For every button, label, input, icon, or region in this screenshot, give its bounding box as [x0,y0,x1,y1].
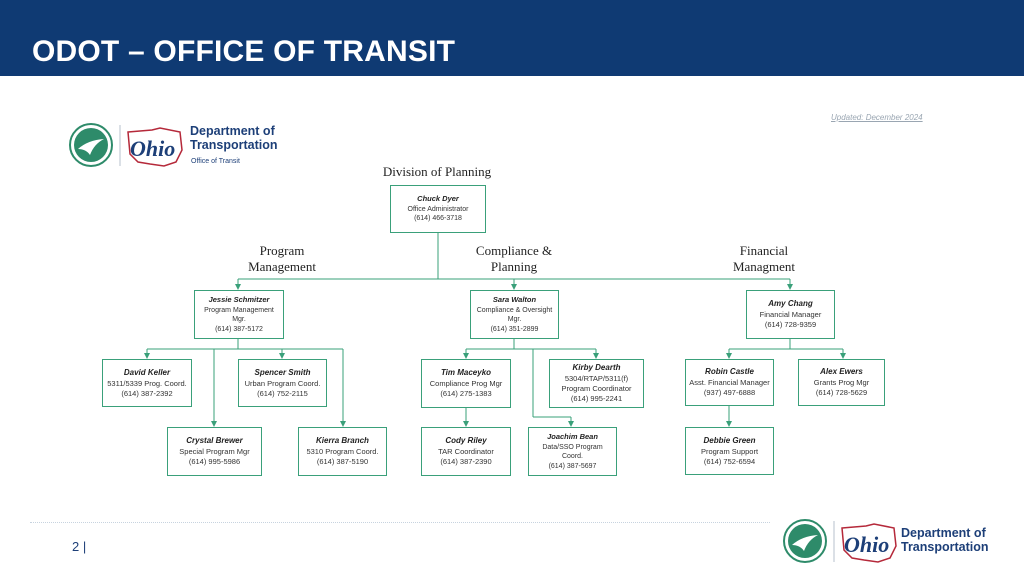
box-amy-chang: Amy Chang Financial Manager (614) 728-93… [746,290,835,339]
person-name: Cody Riley [445,436,487,445]
person-phone: (614) 752-2115 [257,388,308,398]
box-crystal-brewer: Crystal Brewer Special Program Mgr (614)… [167,427,262,476]
person-name: Tim Maceyko [440,368,492,377]
box-cody-riley: Cody Riley TAR Coordinator (614) 387-239… [421,427,511,476]
person-name: Joachim Bean [547,432,598,441]
section-compliance-planning: Compliance & Planning [464,243,564,275]
odot-logo: Ohio Department of Transportation Office… [68,122,288,170]
section-line: Planning [490,259,538,274]
person-title: 5304/RTAP/5311(f) [564,374,629,383]
title-bar: ODOT – OFFICE OF TRANSIT [0,0,1024,76]
page-number: 2 | [72,539,87,554]
ohio-wordmark: Ohio [844,532,890,557]
box-chuck-dyer: Chuck Dyer Office Administrator (614) 46… [390,185,486,233]
person-name: Alex Ewers [820,367,863,376]
box-joachim-bean: Joachim Bean Data/SSO Program Coord. (61… [528,427,617,476]
person-title: Compliance & Oversight [476,306,553,314]
box-david-keller: David Keller 5311/5339 Prog. Coord. (614… [102,359,192,407]
page-title: ODOT – OFFICE OF TRANSIT [32,35,456,68]
person-phone: (614) 275-1383 [440,389,492,398]
section-line: Managment [732,259,796,274]
person-name: Debbie Green [703,435,756,445]
section-line: Compliance & [475,243,553,258]
section-line: Program [259,243,305,258]
person-name: Spencer Smith [254,367,311,377]
person-title: TAR Coordinator [438,447,494,456]
section-program-management: Program Management [232,243,332,275]
person-name: David Keller [123,367,171,377]
box-robin-castle: Robin Castle Asst. Financial Manager (93… [685,359,774,406]
person-phone: (614) 752-6594 [703,456,756,466]
person-phone: (614) 387-2390 [440,457,492,466]
person-phone: (614) 387-5190 [316,457,369,466]
person-title: Program Management [204,306,274,314]
person-phone: (614) 728-5629 [815,388,868,397]
odot-emblem-icon [69,123,183,167]
box-kierra-branch: Kierra Branch 5310 Program Coord. (614) … [298,427,387,476]
person-phone: (614) 387-5697 [548,462,597,470]
footer-divider [30,522,770,523]
dept-line2: Transportation [190,138,278,152]
updated-date: Updated: December 2024 [831,113,923,122]
person-title: Asst. Financial Manager [689,378,770,387]
footer-odot-logo: Ohio Department of Transportation [782,518,1002,566]
person-phone: (614) 728-9359 [764,320,817,329]
section-financial-management: Financial Managment [714,243,814,275]
box-spencer-smith: Spencer Smith Urban Program Coord. (614)… [238,359,327,407]
person-title: Compliance Prog Mgr [429,379,503,388]
person-title: 5311/5339 Prog. Coord. [107,378,187,388]
dept-line1: Department of [901,526,986,540]
box-alex-ewers: Alex Ewers Grants Prog Mgr (614) 728-562… [798,359,885,406]
odot-emblem-icon [783,519,897,563]
person-name: Kierra Branch [316,436,369,445]
section-line: Financial [739,243,789,258]
box-debbie-green: Debbie Green Program Support (614) 752-6… [685,427,774,475]
person-title: Mgr. [507,316,522,323]
person-title: Program Support [700,446,759,456]
dept-line2: Transportation [901,540,989,554]
box-tim-maceyko: Tim Maceyko Compliance Prog Mgr (614) 27… [421,359,511,408]
person-phone: (937) 497-6888 [703,388,756,397]
person-title: 5310 Program Coord. [306,447,379,456]
person-name: Kirby Dearth [572,363,621,372]
person-title: Office Administrator [407,205,469,213]
box-kirby-dearth: Kirby Dearth 5304/RTAP/5311(f) Program C… [549,359,644,408]
person-title: Financial Manager [759,310,822,319]
person-title: Special Program Mgr [179,447,250,456]
person-phone: (614) 995-2241 [570,394,623,403]
person-title: Program Coordinator [561,384,632,393]
person-phone: (614) 387-5172 [215,325,263,333]
person-phone: (614) 466-3718 [414,215,462,223]
person-name: Chuck Dyer [417,194,459,204]
person-title: Data/SSO Program [542,443,603,451]
person-name: Amy Chang [768,299,813,308]
office-label: Office of Transit [191,158,240,165]
person-title: Urban Program Coord. [244,378,321,388]
ohio-wordmark: Ohio [130,136,176,161]
person-name: Jessie Schmitzer [208,295,270,304]
division-title: Division of Planning [382,164,492,179]
person-name: Crystal Brewer [186,436,243,445]
person-phone: (614) 387-2392 [121,388,173,398]
box-sara-walton: Sara Walton Compliance & Oversight Mgr. … [470,290,559,339]
box-jessie-schmitzer: Jessie Schmitzer Program Management Mgr.… [194,290,284,339]
section-line: Management [248,259,316,274]
person-phone: (614) 351-2899 [490,325,539,333]
person-title: Mgr. [232,316,246,323]
person-title: Coord. [561,453,583,460]
person-name: Robin Castle [705,367,754,376]
person-phone: (614) 995-5986 [188,457,241,466]
person-title: Grants Prog Mgr [813,378,870,387]
dept-line1: Department of [190,124,275,138]
person-name: Sara Walton [492,295,537,304]
